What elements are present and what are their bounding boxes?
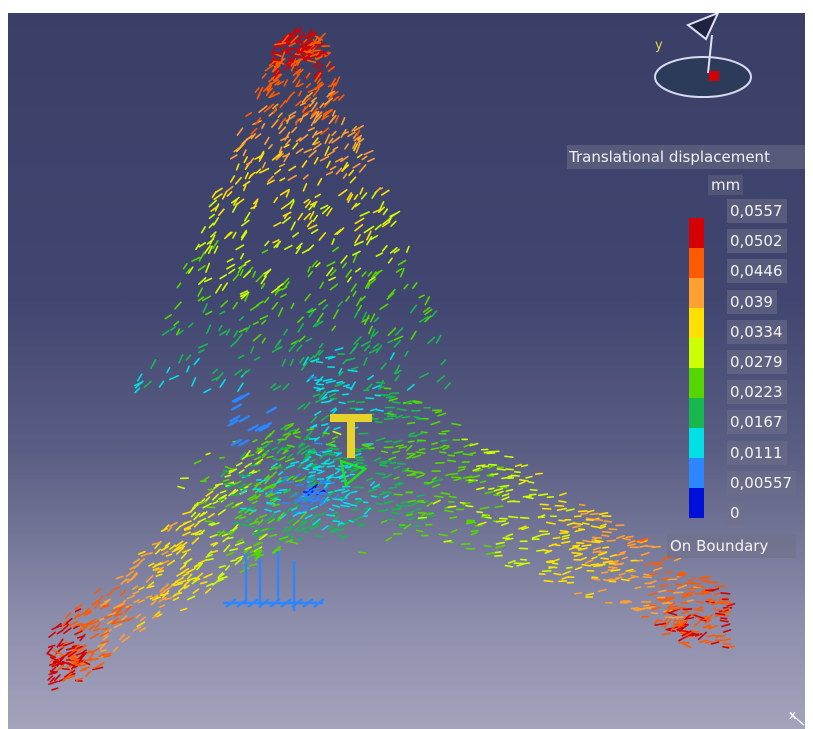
restraint-triangle-icon xyxy=(339,459,368,488)
legend-swatch xyxy=(689,458,704,488)
3d-viewport[interactable]: y Translational displacement mm 0,0557 0,… xyxy=(8,13,805,729)
legend-tick-label: 0,0167 xyxy=(727,410,787,435)
legend-swatch xyxy=(689,218,704,248)
legend-swatch xyxy=(689,248,704,278)
legend-unit: mm xyxy=(708,175,744,195)
legend-tick-label: 0,0223 xyxy=(727,380,787,405)
legend-title: Translational displacement xyxy=(567,145,805,169)
compass-origin-icon xyxy=(709,71,719,81)
compass-widget[interactable] xyxy=(648,13,768,108)
legend-tick-label: 0 xyxy=(727,501,744,525)
load-marker-icon xyxy=(330,414,372,422)
legend-tick-label: 0,0446 xyxy=(727,259,787,284)
legend-swatch xyxy=(689,338,704,368)
legend-tick-label: 0,00557 xyxy=(727,470,797,495)
legend-tick-label: 0,0111 xyxy=(727,440,787,465)
legend-footer: On Boundary xyxy=(667,534,796,558)
legend-tick-label: 0,039 xyxy=(727,289,777,314)
legend-swatch xyxy=(689,398,704,428)
legend-tick-label: 0,0334 xyxy=(727,319,787,344)
compass-y-label: y xyxy=(655,38,663,53)
axis-x-label: x xyxy=(789,708,797,722)
displacement-vector-field[interactable] xyxy=(8,13,805,729)
legend-swatch xyxy=(689,368,704,398)
clamp-support-icon xyxy=(223,551,325,611)
legend-swatch xyxy=(689,488,704,518)
legend-tick-label: 0,0279 xyxy=(727,350,787,374)
legend-tick-label: 0,0502 xyxy=(727,229,787,254)
legend-swatch xyxy=(689,278,704,308)
compass-cone-icon xyxy=(686,13,720,41)
legend-swatch xyxy=(689,308,704,338)
legend-swatch xyxy=(689,428,704,458)
legend-tick-label: 0,0557 xyxy=(727,199,787,223)
